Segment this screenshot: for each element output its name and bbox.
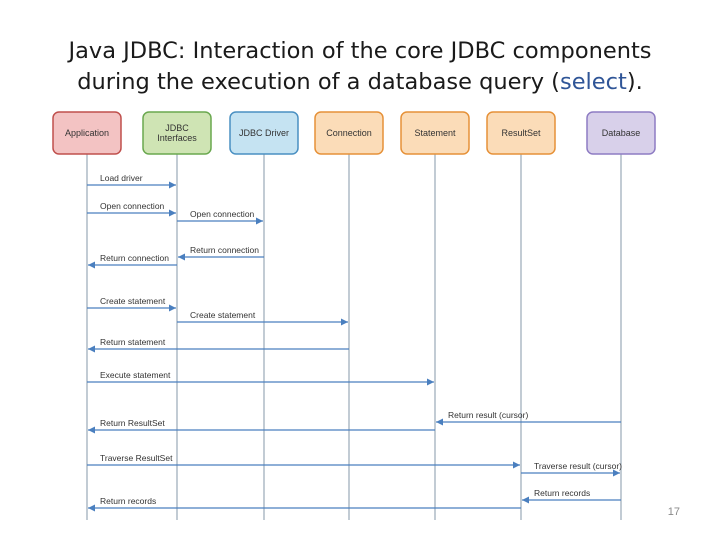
message-label: Return ResultSet: [100, 418, 165, 428]
message: Return connection: [178, 245, 264, 261]
message: Return statement: [88, 337, 349, 353]
participant-box: [142, 111, 212, 155]
message-label: Open connection: [100, 201, 165, 211]
message-label: Open connection: [190, 209, 255, 219]
participant-label: ResultSet: [501, 128, 541, 138]
participant-resultset: ResultSet: [486, 111, 556, 155]
participant-application: Application: [52, 111, 122, 155]
message-label: Create statement: [100, 296, 166, 306]
message-label: Return records: [534, 488, 590, 498]
slide-title: Java JDBC: Interaction of the core JDBC …: [20, 36, 700, 96]
message-label: Traverse ResultSet: [100, 453, 173, 463]
title-highlight-select: select: [559, 69, 627, 95]
message: Execute statement: [87, 370, 434, 386]
participant-label: JDBC Driver: [239, 128, 289, 138]
participant-statement: Statement: [400, 111, 470, 155]
message: Create statement: [87, 296, 176, 312]
message-label: Return connection: [190, 245, 259, 255]
lifelines: [86, 154, 622, 520]
message: Return records: [522, 488, 621, 504]
message: Return ResultSet: [88, 418, 435, 434]
participant-label: Application: [65, 128, 109, 138]
message: Traverse result (cursor): [521, 461, 622, 477]
participant-label: Statement: [414, 128, 456, 138]
title-line-2-suffix: ).: [626, 69, 643, 95]
message-label: Return result (cursor): [448, 410, 528, 420]
message: Open connection: [177, 209, 263, 225]
participant-jdbc-driver: JDBC Driver: [229, 111, 299, 155]
page-number: 17: [667, 506, 680, 518]
participant-label: Connection: [326, 128, 372, 138]
participant-connection: Connection: [314, 111, 384, 155]
message: Open connection: [87, 201, 176, 217]
title-line-2: during the execution of a database query…: [20, 67, 700, 96]
title-line-2-prefix: during the execution of a database query…: [77, 69, 560, 95]
participant-box: [486, 111, 556, 155]
message: Return result (cursor): [436, 410, 621, 426]
participant-label: JDBC: [165, 123, 189, 133]
message-label: Return records: [100, 496, 156, 506]
title-line-1: Java JDBC: Interaction of the core JDBC …: [68, 38, 652, 64]
participant-database: Database: [586, 111, 656, 155]
message: Load driver: [87, 173, 176, 189]
participant-box: [229, 111, 299, 155]
message-label: Traverse result (cursor): [534, 461, 622, 471]
message-label: Return statement: [100, 337, 166, 347]
message: Return records: [88, 496, 521, 512]
message-label: Create statement: [190, 310, 256, 320]
participant-box: [314, 111, 384, 155]
message: Traverse ResultSet: [87, 453, 520, 469]
message-label: Execute statement: [100, 370, 171, 380]
participant-box: [400, 111, 470, 155]
message-label: Load driver: [100, 173, 143, 183]
participant-label: Database: [602, 128, 641, 138]
message: Create statement: [177, 310, 348, 326]
message-label: Return connection: [100, 253, 169, 263]
participant-box: [586, 111, 656, 155]
participant-box: [52, 111, 122, 155]
participant-label: Interfaces: [157, 133, 197, 143]
message: Return connection: [88, 253, 177, 269]
